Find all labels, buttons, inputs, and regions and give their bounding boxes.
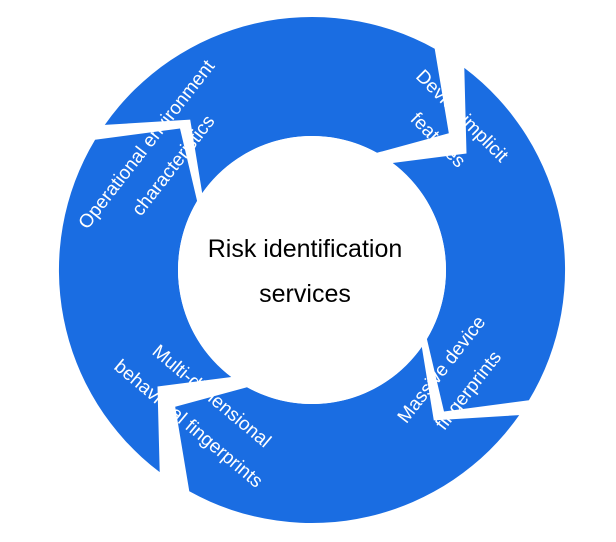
segment-device-implicit-features [392, 67, 566, 412]
center-title-line2: services [259, 280, 351, 308]
segment-multi-dimensional-behavioral-fingerprints [58, 128, 232, 473]
center-circle [178, 136, 446, 404]
segment-ring [58, 16, 566, 524]
segment-operational-environment-characteristics [104, 16, 449, 194]
center-title-line1: Risk identification [208, 235, 403, 263]
segment-massive-device-fingerprints [175, 346, 520, 524]
